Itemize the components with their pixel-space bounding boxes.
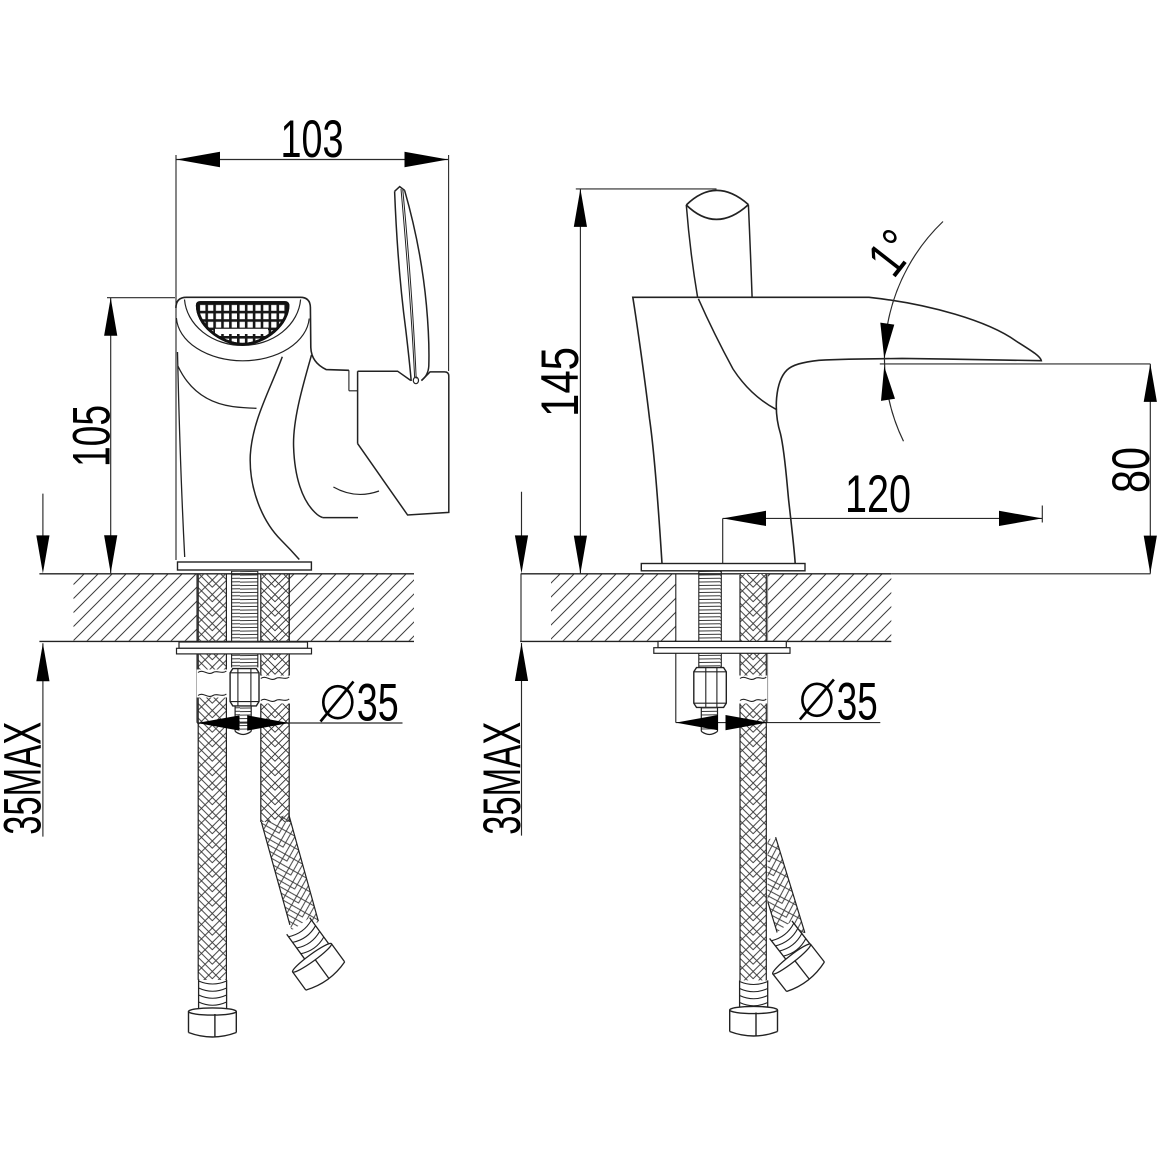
svg-text:105: 105	[63, 405, 122, 467]
svg-text:35MAX: 35MAX	[473, 722, 532, 835]
svg-text:35: 35	[837, 673, 878, 732]
svg-text:80: 80	[1102, 447, 1158, 493]
svg-text:145: 145	[531, 347, 590, 417]
svg-text:103: 103	[281, 110, 344, 169]
svg-text:35: 35	[357, 674, 399, 733]
svg-text:35MAX: 35MAX	[0, 722, 53, 835]
svg-text:120: 120	[845, 465, 911, 524]
